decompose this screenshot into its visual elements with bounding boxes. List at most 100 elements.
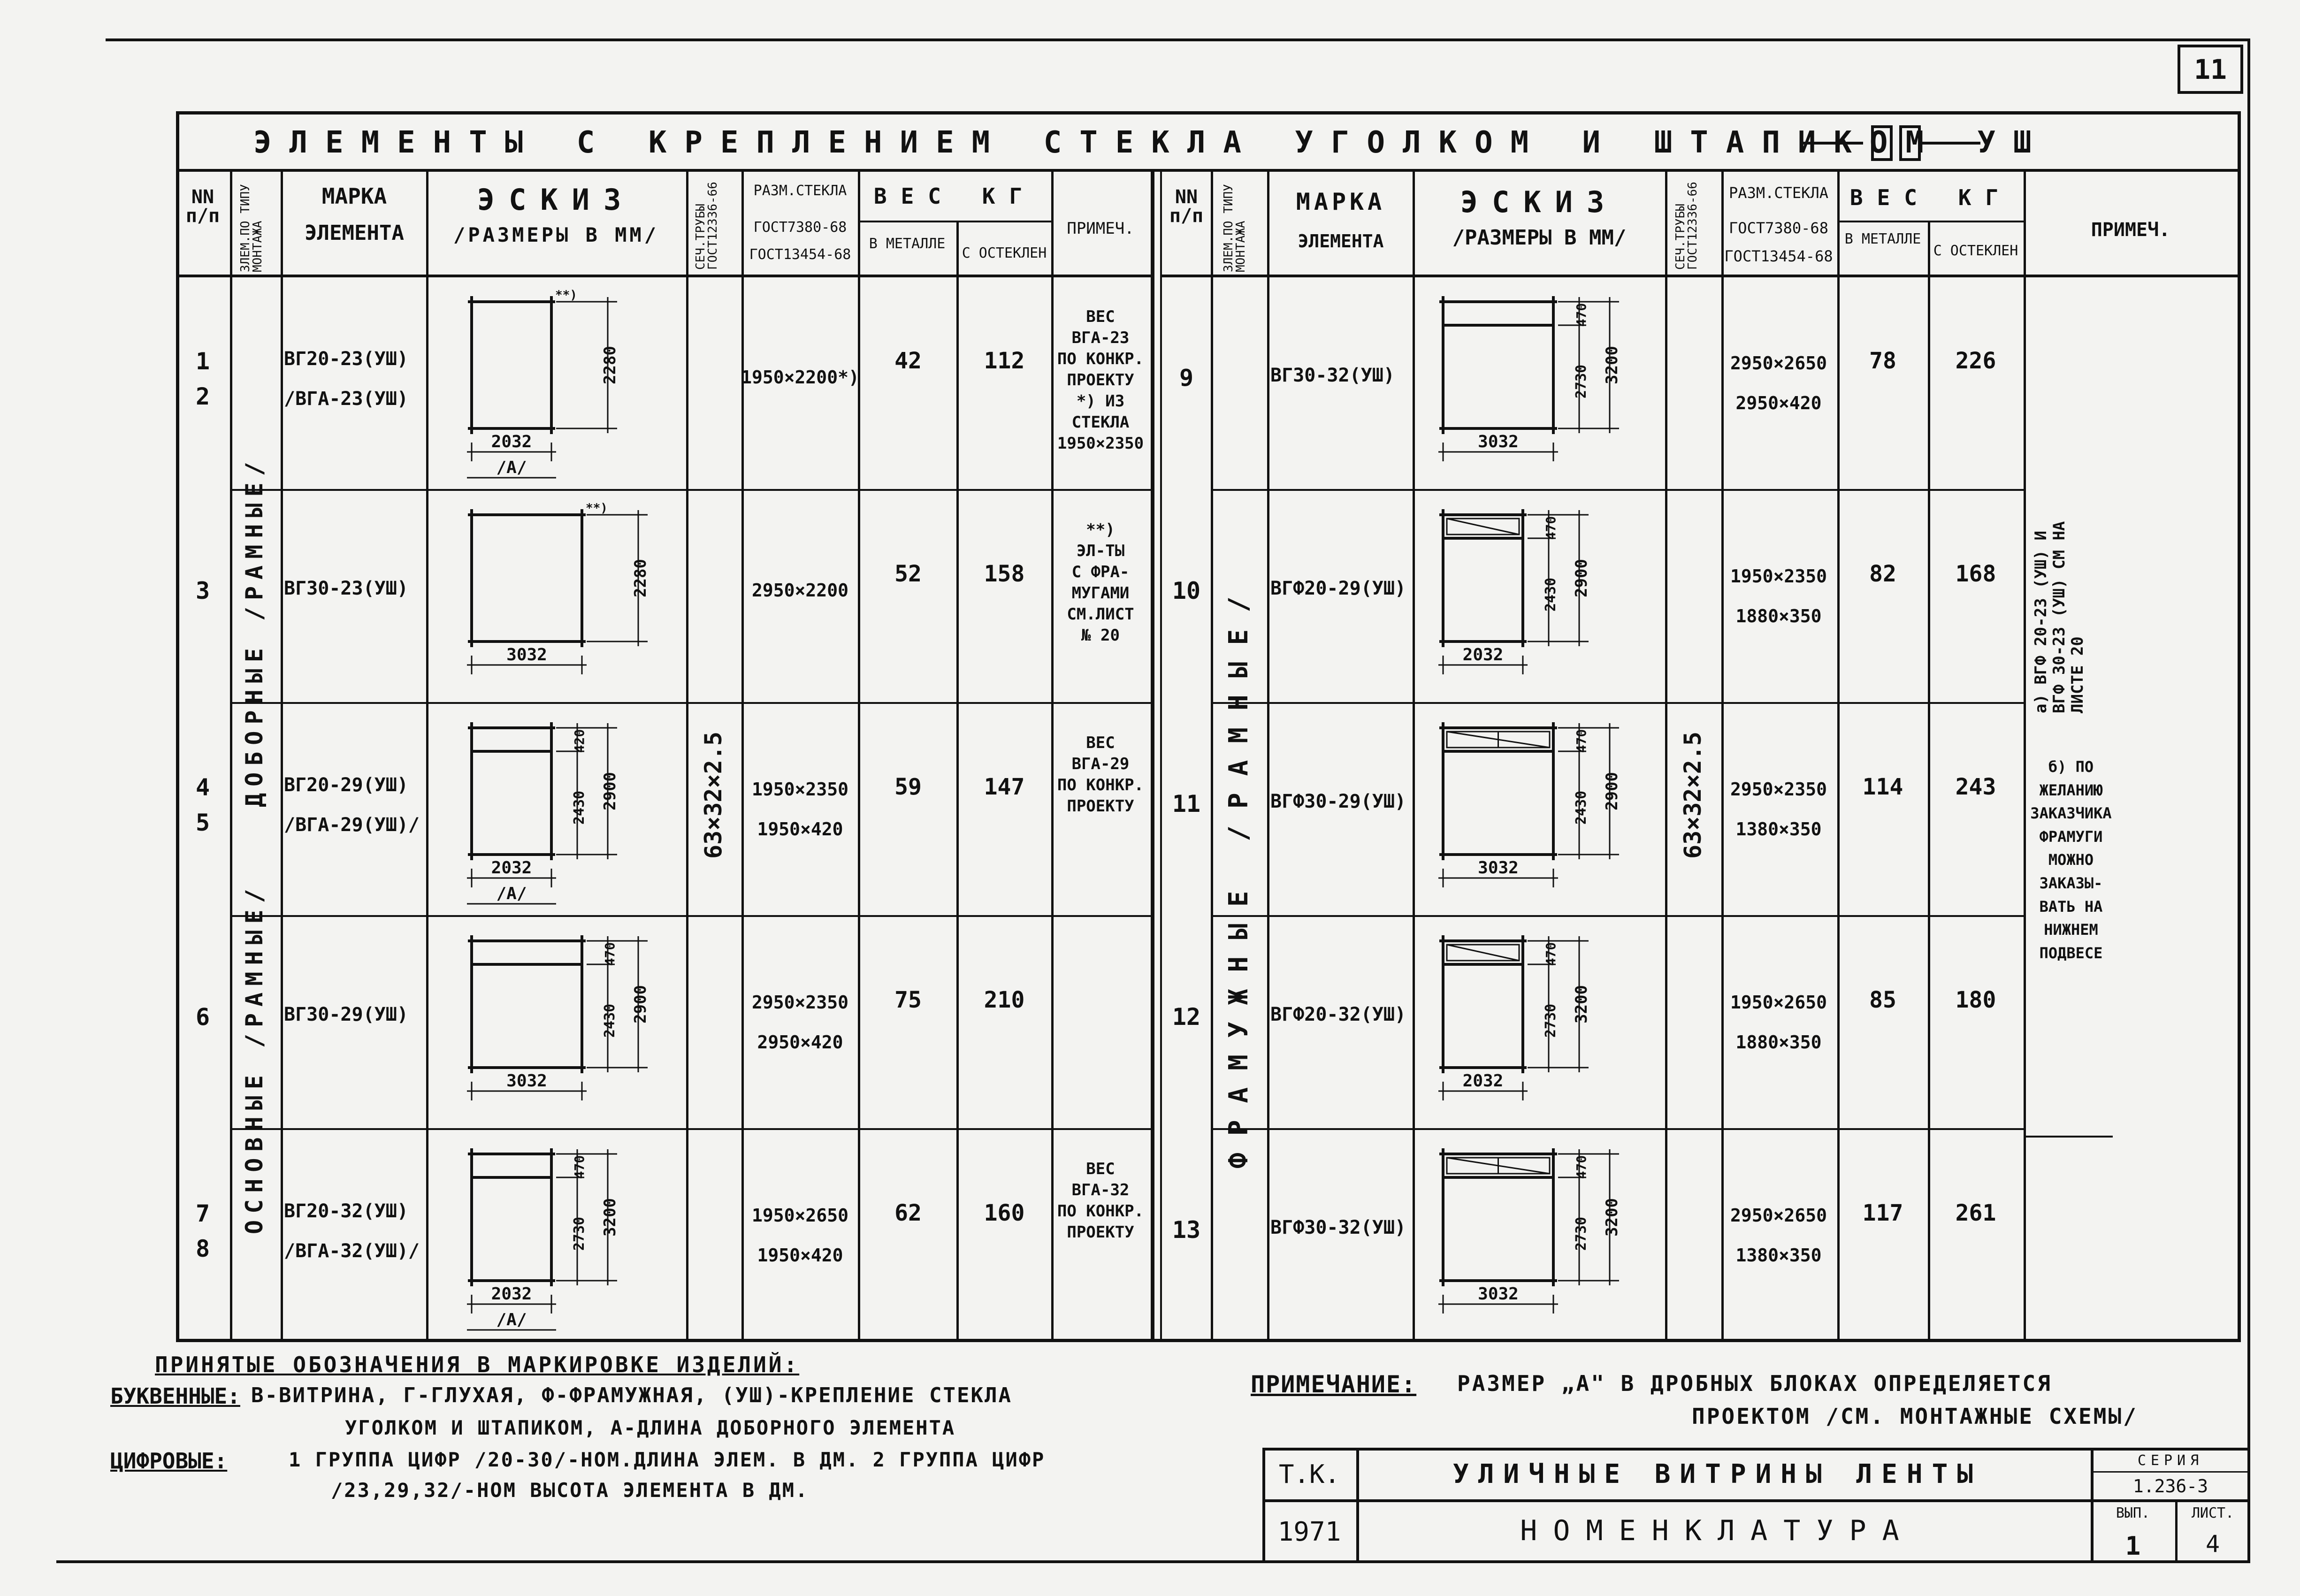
tb-name: УЛИЧНЫЕ ВИТРИНЫ ЛЕНТЫ xyxy=(1452,1459,1983,1489)
dim-h2-label: 470 xyxy=(1574,729,1589,753)
dim-a-label: /А/ xyxy=(496,884,527,903)
right-row-nn: 12 xyxy=(1172,1003,1201,1031)
left-row-nn: 5 xyxy=(195,809,210,836)
tb-sheet: 4 xyxy=(2205,1530,2220,1558)
dim-h2-label: 420 xyxy=(572,729,587,753)
tb-org: Т.К. xyxy=(1278,1459,1340,1489)
sketch-frame xyxy=(470,513,583,643)
hdr-zone-right: ЗЛЕМ.ПО ТИПУ МОНТАЖА xyxy=(1222,184,1248,272)
legend-letters-2: УГОЛКОМ И ШТАПИКОМ, А-ДЛИНА ДОБОРНОГО ЭЛ… xyxy=(345,1416,956,1439)
hdr-metal-right: В МЕТАЛЛЕ xyxy=(1844,231,1921,247)
right-row-glass: 1950×2650 xyxy=(1730,992,1827,1013)
left-row-nn: 3 xyxy=(195,577,210,604)
left-row-mark: ВГ30-23(УШ) xyxy=(284,578,408,599)
right-note-b-line: ПОДВЕСЕ xyxy=(2039,944,2103,962)
left-row-nn: 8 xyxy=(195,1235,210,1262)
col-line-l2 xyxy=(281,169,283,1342)
right-row-mark: ВГФ20-29(УШ) xyxy=(1270,578,1406,599)
left-row-mark: ВГ20-29(УШ) xyxy=(284,774,408,796)
sketch-fanlight xyxy=(1446,944,1520,962)
sketch-fanlight-diag xyxy=(1446,518,1520,535)
right-row-weight-metal: 85 xyxy=(1869,987,1896,1013)
tb-v1 xyxy=(1356,1448,1359,1563)
sketch-frame xyxy=(470,939,583,1069)
hdr-pipe-left: СЕЧ.ТРУБЫ ГОСТ12336-66 xyxy=(694,182,720,270)
left-row-note: ВГА-29 xyxy=(1071,755,1130,773)
right-row-nn: 10 xyxy=(1172,577,1201,604)
left-row-note: ВГА-32 xyxy=(1071,1181,1130,1199)
tb-issue: 1 xyxy=(2125,1531,2141,1561)
col-line-l7 xyxy=(956,221,959,1342)
right-row-weight-glazed: 261 xyxy=(1955,1200,1996,1226)
legend-letters-1: В-ВИТРИНА, Г-ГЛУХАЯ, Ф-ФРАМУЖНАЯ, (УШ)-К… xyxy=(251,1383,1012,1407)
hdr-weight-right: ВЕС КГ xyxy=(1849,185,2013,210)
dim-h2-label: 470 xyxy=(1543,942,1559,966)
col-line-r4 xyxy=(1665,169,1667,1342)
sketch-frame xyxy=(470,726,553,856)
hdr-metal-left: В МЕТАЛЛЕ xyxy=(869,236,946,252)
right-row-nn: 13 xyxy=(1172,1216,1201,1244)
main-table xyxy=(176,111,2241,1342)
left-row-mark: ВГ20-23(УШ) xyxy=(284,348,408,370)
zone-left-bottom: ОСНОВНЫЕ /РАМНЫЕ/ xyxy=(241,882,268,1234)
col-line-l1 xyxy=(230,169,232,1342)
right-row-weight-glazed: 180 xyxy=(1955,987,1996,1013)
dim-h1-label: 2430 xyxy=(571,791,588,825)
left-row-glass: 2950×2350 xyxy=(752,992,848,1013)
col-line-r1 xyxy=(1211,169,1213,1342)
note-text-2: ПРОЕКТОМ /СМ. МОНТАЖНЫЕ СХЕМЫ/ xyxy=(1692,1404,2138,1429)
left-row-mark: /ВГА-23(УШ) xyxy=(284,388,408,410)
dim-h1-label: 2730 xyxy=(1573,365,1589,398)
left-row-note: ПО КОНКР. xyxy=(1057,1202,1144,1221)
sketch-frame xyxy=(470,1153,553,1282)
hdr-notes-left: ПРИМЕЧ. xyxy=(1067,219,1134,238)
sketch-footnote-mark: **) xyxy=(555,288,577,302)
dim-height-label: 3200 xyxy=(1572,985,1591,1023)
col-line-l5 xyxy=(741,169,744,1342)
tb-mid-line xyxy=(1262,1499,2250,1502)
left-row-note: ВЕС xyxy=(1086,733,1115,752)
tb-sheet-label: ЛИСТ. xyxy=(2191,1505,2234,1521)
dim-width-label: 2032 xyxy=(1463,645,1504,664)
left-row-nn: 1 xyxy=(195,348,210,375)
half-divider-2 xyxy=(1160,169,1162,1342)
header-line-right xyxy=(1160,275,2241,277)
tb-series: 1.236-3 xyxy=(2132,1476,2208,1497)
col-line-r7 xyxy=(1928,221,1930,1342)
dim-h2-label: 470 xyxy=(602,942,618,966)
right-row-glass: 1880×350 xyxy=(1735,1032,1822,1053)
right-row-glass: 1380×350 xyxy=(1735,819,1822,840)
dim-height-label: 2280 xyxy=(631,559,650,597)
left-row-nn: 4 xyxy=(195,774,210,801)
weight-subline-left xyxy=(858,221,1053,222)
dim-width-label: 2032 xyxy=(491,432,532,451)
dim-height-label: 3200 xyxy=(1603,346,1621,384)
right-row-weight-metal: 82 xyxy=(1869,561,1896,587)
hdr-mark2-right: ЭЛЕМЕНТА xyxy=(1298,231,1384,252)
legend-letters-label: БУКВЕННЫЕ: xyxy=(110,1383,240,1409)
left-row-note: СТЕКЛА xyxy=(1071,413,1130,432)
left-row-weight-metal: 75 xyxy=(894,987,922,1013)
right-row-weight-glazed: 243 xyxy=(1955,774,1996,800)
legend-digits-label: ЦИФРОВЫЕ: xyxy=(110,1448,228,1474)
right-row-mark: ВГФ30-32(УШ) xyxy=(1270,1217,1406,1238)
left-row-glass: 2950×2200 xyxy=(752,580,848,601)
left-row-note: ПРОЕКТУ xyxy=(1067,371,1134,389)
dim-height-label: 2900 xyxy=(1603,772,1621,810)
left-row-line xyxy=(230,489,1152,491)
dim-width-label: 2032 xyxy=(491,858,532,878)
right-note-b-line: б) ПО xyxy=(2048,758,2094,776)
right-note-b-line: ЖЕЛАНИЮ xyxy=(2039,781,2103,799)
dim-width-label: 3032 xyxy=(506,1071,547,1091)
sketch-fanlight-diag xyxy=(1446,731,1550,748)
right-note-b-line: МОЖНО xyxy=(2048,851,2094,869)
left-row-glass: 1950×420 xyxy=(757,819,843,840)
right-note-cut xyxy=(2024,1136,2113,1138)
hdr-sketch2-left: /РАЗМЕРЫ В ММ/ xyxy=(453,223,659,246)
dim-h1-label: 2730 xyxy=(1543,1004,1559,1038)
right-row-weight-glazed: 226 xyxy=(1955,348,1996,374)
left-row-weight-metal: 62 xyxy=(894,1200,922,1226)
right-row-line xyxy=(1211,915,2025,917)
left-row-line xyxy=(230,1128,1152,1130)
